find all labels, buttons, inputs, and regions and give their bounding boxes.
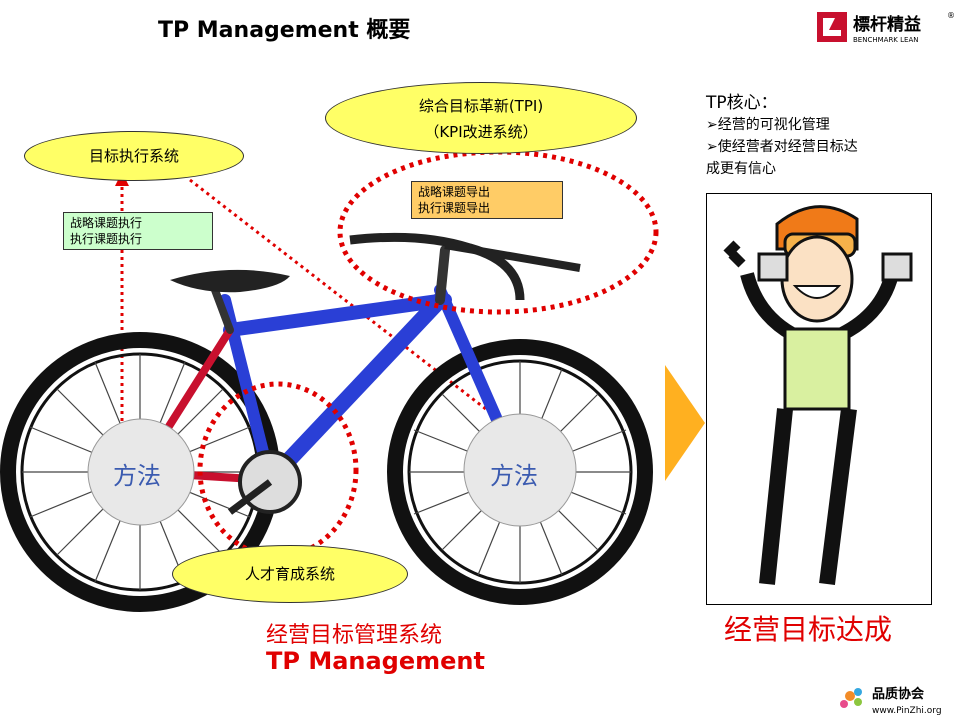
svg-text:®: ® <box>947 11 955 20</box>
tpi-label-line1: 综合目标革新(TPI) <box>418 97 544 115</box>
tpi-ellipse: 综合目标革新(TPI) （KPI改进系统） <box>325 82 637 154</box>
tpi-label-line2: （KPI改进系统） <box>424 123 538 141</box>
talent-label: 人才育成系统 <box>244 565 335 583</box>
cyclist-image <box>706 193 932 605</box>
front-hub-circle <box>463 413 577 527</box>
arrow-icon <box>665 365 705 481</box>
pinzhi-logo: 品质协会 www.PinZhi.org <box>840 686 942 716</box>
goal-caption: 经营目标达成 <box>724 613 893 646</box>
handlebar-dotted-circle <box>337 149 659 315</box>
rear-hub-circle <box>87 418 195 526</box>
front-method-label: 方法 <box>490 462 538 490</box>
rear-method-label: 方法 <box>113 462 161 490</box>
derive-note-box: 战略课题导出 执行课题导出 <box>411 181 563 219</box>
derive-note-line2: 执行课题导出 <box>418 201 491 215</box>
tp-core-item-3: 成更有信心 <box>706 161 776 177</box>
page-title: TP Management 概要 <box>158 18 411 43</box>
system-caption-cn: 经营目标管理系统 <box>266 623 443 648</box>
svg-text:品质协会: 品质协会 <box>872 686 925 702</box>
talent-ellipse: 人才育成系统 <box>172 545 408 603</box>
tp-core-item-2: ➢使经营者对经营目标达 <box>706 139 858 155</box>
saddle <box>170 269 290 293</box>
system-caption-en: TP Management <box>266 647 485 675</box>
exec-note-line1: 战略课题执行 <box>70 216 143 230</box>
tp-core-panel: TP核心： ➢经营的可视化管理 ➢使经营者对经营目标达 成更有信心 <box>706 92 936 180</box>
brand-logo: 標杆精益 BENCHMARK LEAN ® <box>817 11 955 44</box>
tp-core-heading: TP核心： <box>706 93 778 113</box>
svg-text:www.PinZhi.org: www.PinZhi.org <box>872 706 942 716</box>
svg-text:BENCHMARK LEAN: BENCHMARK LEAN <box>853 36 918 44</box>
exec-note-box: 战略课题执行 执行课题执行 <box>63 212 213 250</box>
target-exec-ellipse: 目标执行系统 <box>24 131 244 181</box>
tp-core-item-1: ➢经营的可视化管理 <box>706 117 830 133</box>
svg-text:標杆精益: 標杆精益 <box>853 14 921 35</box>
derive-note-line1: 战略课题导出 <box>418 185 491 199</box>
target-exec-label: 目标执行系统 <box>88 147 179 165</box>
exec-note-line2: 执行课题执行 <box>70 232 143 246</box>
